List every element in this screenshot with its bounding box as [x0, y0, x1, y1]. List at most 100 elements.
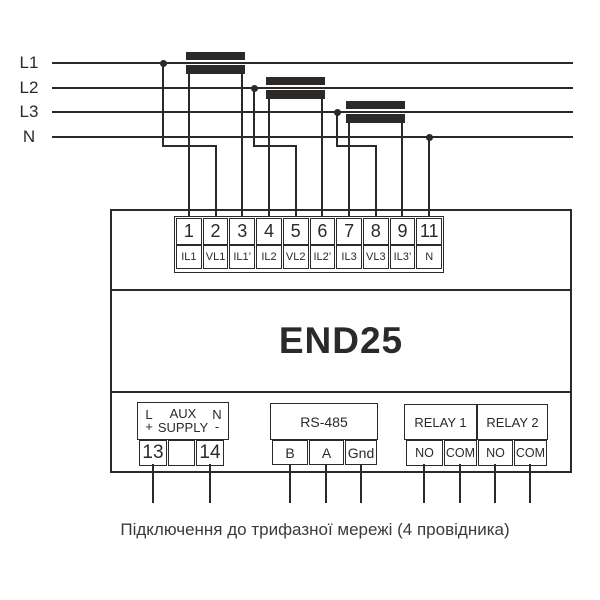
aux-supply-title: AUX SUPPLY [156, 405, 210, 437]
ct-core-top-bar [346, 101, 405, 109]
terminal-label: IL2’ [309, 245, 336, 269]
terminal-number: 1 [176, 218, 202, 245]
wire-l1-tap-drop [162, 62, 164, 147]
rs485-terminal-a: A [309, 440, 344, 465]
terminal-label: VL2 [282, 245, 309, 269]
relay2-terminal-com: COM [514, 440, 547, 466]
wire-l3-jog [336, 145, 377, 147]
terminal-column-2: 2 VL1 [202, 218, 229, 271]
stub-rs485-gnd [360, 464, 362, 503]
stub-relay1-com [459, 464, 461, 503]
device-model: END25 [278, 320, 404, 361]
wire-ct2-right [321, 97, 323, 218]
relay2-box: RELAY 2 [477, 404, 548, 440]
ct-core-bottom-bar [186, 65, 245, 74]
aux-right-terminal: N [212, 407, 222, 422]
power-line-l1 [52, 62, 573, 64]
power-line-l3 [52, 111, 573, 113]
terminal-label: IL3 [336, 245, 362, 269]
wire-l2-tap-drop [253, 87, 255, 147]
device-divider-bottom [110, 391, 572, 393]
terminal-column-3: 3 IL1’ [229, 218, 256, 271]
relay2-terminal-no: NO [478, 440, 513, 466]
wire-terminal5-drop [295, 145, 297, 218]
aux-title-line2: SUPPLY [157, 420, 209, 435]
aux-left-terminal: L [145, 407, 153, 422]
ct-core-bottom-bar [346, 114, 405, 123]
terminal-label: VL3 [362, 245, 389, 269]
ct-core-bottom-bar [266, 90, 325, 99]
terminal-label: IL1 [176, 245, 202, 269]
stub-rs485-b [289, 464, 291, 503]
rs485-terminal-gnd: Gnd [345, 440, 377, 465]
terminal-column-9: 9 IL3’ [389, 218, 416, 271]
terminal-number: 3 [229, 218, 256, 245]
terminal-column-4: 4 IL2 [256, 218, 282, 271]
aux-terminal-14: 14 [196, 440, 224, 466]
wire-terminal8-drop [375, 145, 377, 218]
terminal-column-8: 8 VL3 [362, 218, 389, 271]
terminal-column-6: 6 IL2’ [309, 218, 336, 271]
terminal-label: VL1 [202, 245, 229, 269]
terminal-label: IL3’ [389, 245, 416, 269]
wire-l2-jog [253, 145, 297, 147]
current-transformer-l3 [346, 101, 405, 123]
stub-rs485-a [325, 464, 327, 503]
terminal-number: 11 [416, 218, 443, 245]
wire-l3-tap-drop [336, 111, 338, 147]
stub-relay1-no [423, 464, 425, 503]
terminal-strip: 1 IL1 2 VL1 3 IL1’ 4 IL2 5 VL2 6 IL2’ [174, 216, 444, 273]
relay1-box: RELAY 1 [404, 404, 477, 440]
wire-terminal2-drop [215, 145, 217, 218]
current-transformer-l1 [186, 52, 245, 74]
terminal-number: 8 [362, 218, 389, 245]
aux-supply-box: L + AUX SUPPLY N - [137, 402, 229, 440]
terminal-strip-row: 1 IL1 2 VL1 3 IL1’ 4 IL2 5 VL2 6 IL2’ [176, 218, 443, 271]
terminal-number: 9 [389, 218, 416, 245]
wire-ct2-left [268, 97, 270, 218]
current-transformer-l2 [266, 77, 325, 99]
terminal-number: 5 [282, 218, 309, 245]
wire-neutral-drop [428, 136, 430, 218]
stub-terminal-14 [209, 464, 211, 503]
terminal-label: N [416, 245, 443, 269]
rs485-box: RS-485 [270, 403, 378, 440]
terminal-column-5: 5 VL2 [282, 218, 309, 271]
aux-right-marker: N - [210, 405, 224, 437]
line-label-l1: L1 [19, 53, 39, 72]
terminal-number: 4 [256, 218, 282, 245]
aux-right-polarity: - [214, 419, 220, 434]
terminal-column-11: 11 N [416, 218, 443, 271]
aux-title-line1: AUX [169, 406, 197, 421]
line-label-n: N [22, 127, 36, 146]
wire-ct1-right [241, 72, 243, 218]
terminal-label: IL2 [256, 245, 282, 269]
line-label-l2: L2 [19, 78, 39, 97]
wire-ct3-right [401, 121, 403, 218]
aux-left-polarity: + [145, 419, 153, 434]
terminal-number: 6 [309, 218, 336, 245]
power-line-l2 [52, 87, 573, 89]
rs485-terminal-b: B [272, 440, 308, 465]
terminal-number: 7 [336, 218, 362, 245]
aux-left-marker: L + [142, 405, 156, 437]
relay1-terminal-no: NO [406, 440, 443, 466]
relay1-terminal-com: COM [444, 440, 477, 466]
ct-core-top-bar [186, 52, 245, 60]
stub-relay2-com [529, 464, 531, 503]
device-divider-top [110, 289, 572, 291]
stub-relay2-no [494, 464, 496, 503]
stub-terminal-13 [152, 464, 154, 503]
ct-core-top-bar [266, 77, 325, 85]
wire-l1-jog [162, 145, 217, 147]
terminal-number: 2 [202, 218, 229, 245]
line-label-l3: L3 [19, 102, 39, 121]
wire-ct3-left [348, 121, 350, 218]
diagram-caption: Підключення до трифазної мережі (4 прові… [120, 520, 510, 539]
terminal-label: IL1’ [229, 245, 256, 269]
terminal-column-7: 7 IL3 [336, 218, 362, 271]
terminal-column-1: 1 IL1 [176, 218, 202, 271]
aux-terminal-13: 13 [139, 440, 167, 466]
aux-terminal-blank [168, 440, 195, 466]
